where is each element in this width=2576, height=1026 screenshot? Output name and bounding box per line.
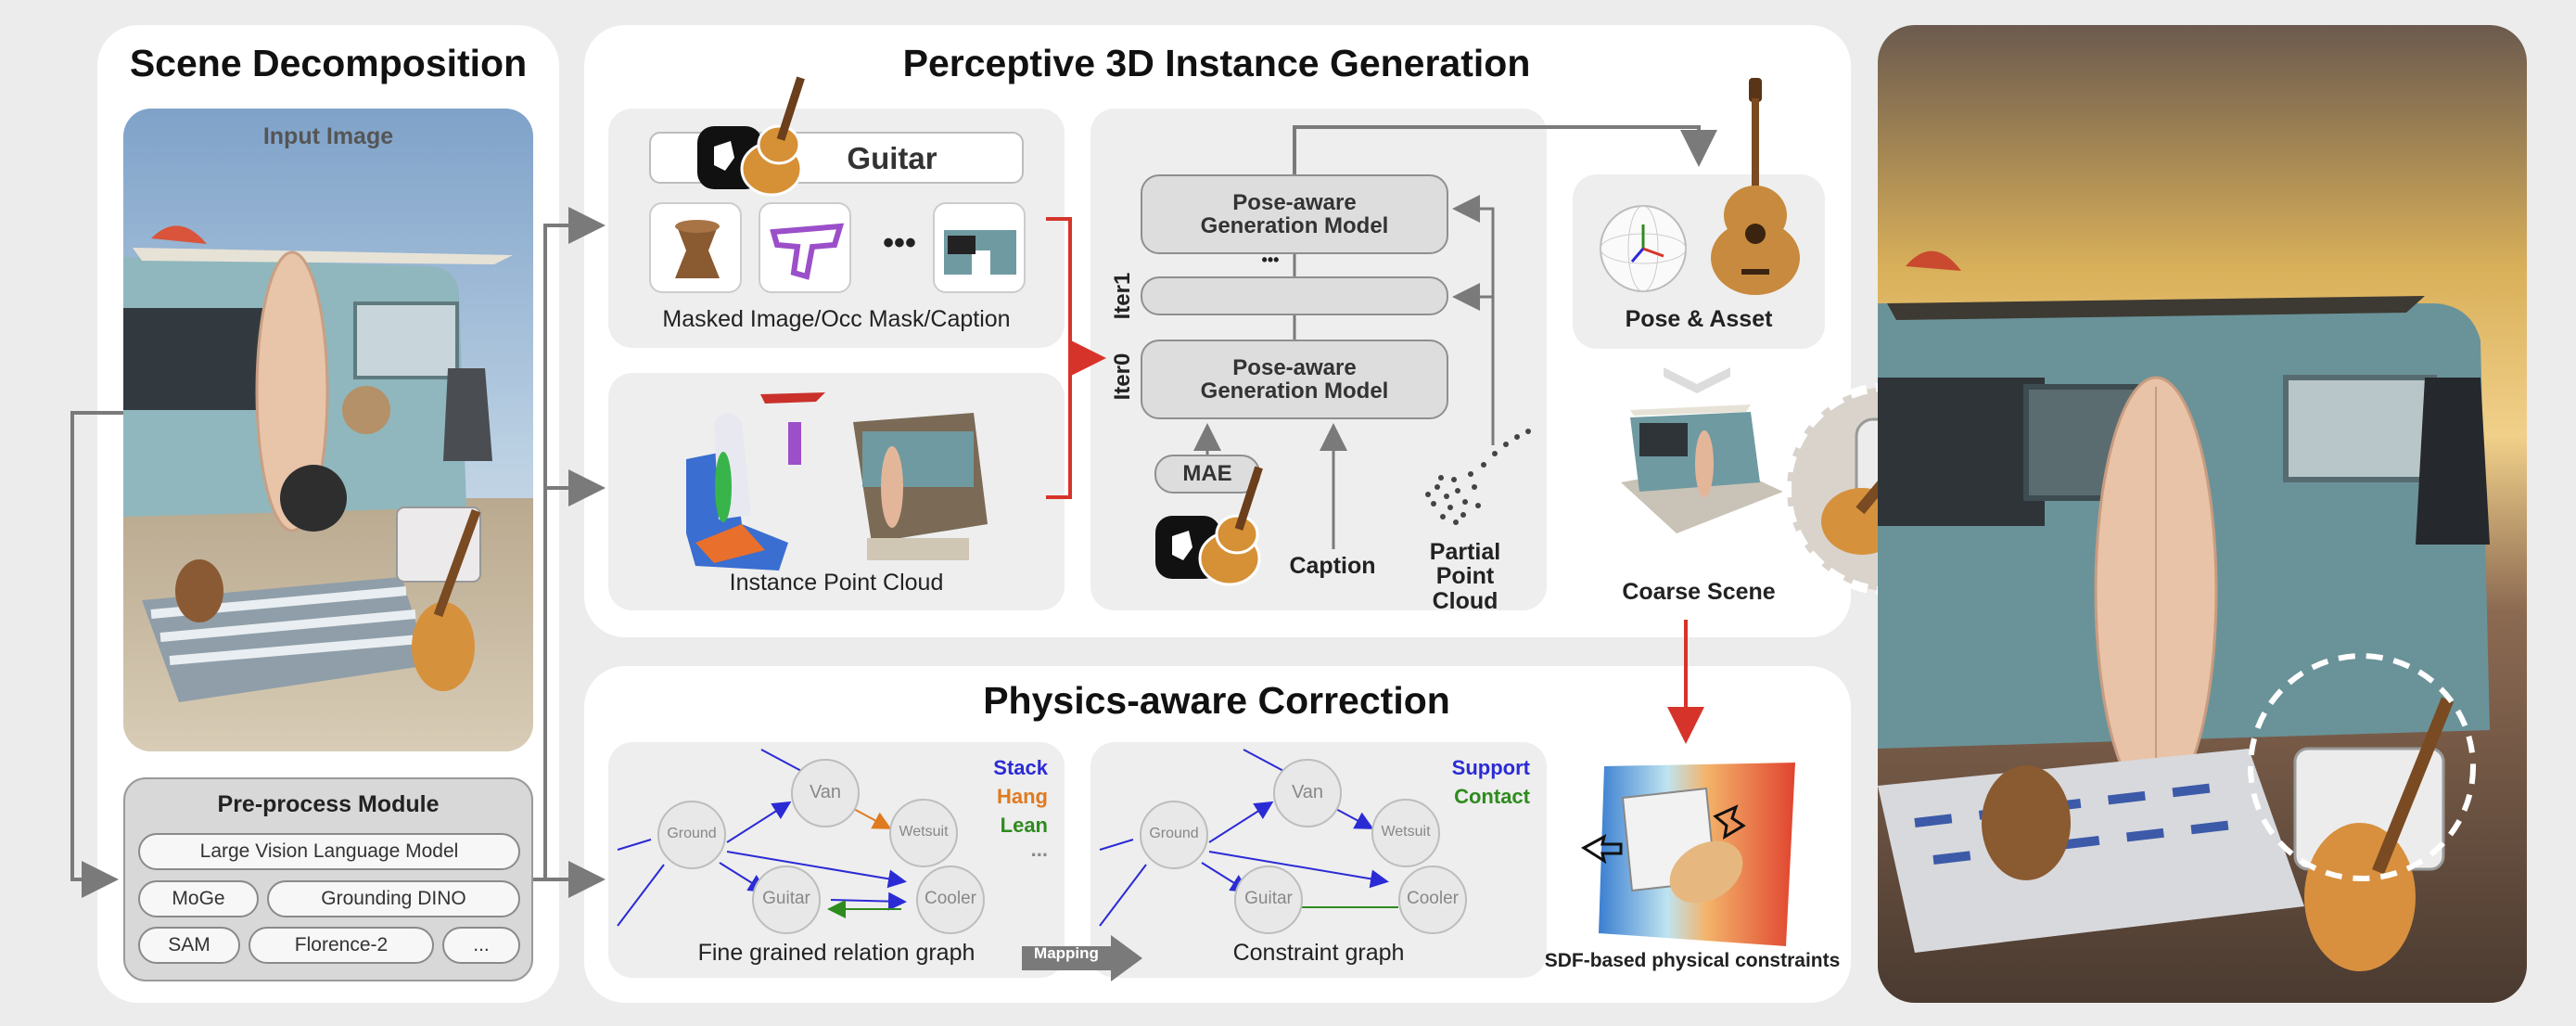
preprocess-title: Pre-process Module — [217, 791, 440, 817]
thumb-stool — [649, 202, 742, 293]
mapping-arrow — [1022, 935, 1142, 981]
mapping-label: Mapping — [1034, 944, 1099, 962]
gen-model-iter0: Pose-aware Generation Model — [1141, 340, 1448, 419]
gen-dots: ••• — [1261, 250, 1280, 269]
preprocess-item-lvlm: Large Vision Language Model — [138, 833, 520, 870]
thumb-van-mask — [933, 202, 1026, 293]
pose-sphere-icon — [1600, 205, 1687, 292]
guitar-caption-text: Guitar — [847, 141, 937, 175]
gen-model-intermediate — [1141, 276, 1448, 315]
mae-box: MAE — [1154, 455, 1260, 494]
input-image — [123, 109, 533, 751]
preprocess-item-moge: MoGe — [138, 880, 259, 917]
output-scene-drawing — [1878, 25, 2527, 1003]
constraint-node-ground: Ground — [1149, 826, 1199, 841]
van-thumb-drawing — [944, 230, 1016, 275]
legend-more: ... — [1030, 838, 1048, 861]
preprocess-item-sam: SAM — [138, 927, 240, 964]
thumb-ellipsis: ••• — [883, 225, 916, 261]
partial-point-cloud-graphic — [1425, 429, 1531, 525]
caption-label: Caption — [1289, 553, 1376, 579]
legend-contact: Contact — [1454, 785, 1530, 808]
fine-relation-graph — [617, 749, 985, 934]
stool-thumb-drawing — [675, 220, 720, 278]
instance-pc-label: Instance Point Cloud — [729, 570, 944, 596]
legend-hang: Hang — [997, 785, 1048, 808]
fine-node-van: Van — [809, 782, 842, 802]
instance-generation-title: Perceptive 3D Instance Generation — [902, 42, 1531, 84]
input-image-drawing — [123, 109, 533, 751]
constraint-node-van: Van — [1291, 782, 1324, 802]
constraint-graph — [1099, 749, 1467, 934]
legend-lean: Lean — [1000, 814, 1048, 837]
fine-node-wetsuit: Wetsuit — [899, 824, 949, 840]
gen-model-iter1: Pose-aware Generation Model — [1141, 174, 1448, 254]
masked-image-label: Masked Image/Occ Mask/Caption — [662, 306, 1011, 332]
surfboard-thumb-drawing — [770, 223, 845, 280]
fine-node-guitar: Guitar — [762, 889, 810, 908]
preprocess-item-grounding-dino: Grounding DINO — [267, 880, 520, 917]
mae-guitar-icon — [1155, 466, 1263, 586]
constraint-node-wetsuit: Wetsuit — [1381, 824, 1431, 840]
partial-pc-label: Partial Point Cloud — [1429, 539, 1501, 614]
constraint-node-guitar: Guitar — [1244, 889, 1293, 908]
pose-asset-label: Pose & Asset — [1625, 306, 1773, 332]
fine-node-ground: Ground — [667, 826, 717, 841]
constraint-graph-label: Constraint graph — [1232, 940, 1405, 966]
fine-node-cooler: Cooler — [925, 889, 976, 908]
masked-guitar-icon — [697, 76, 805, 197]
asset-guitar-icon — [1711, 78, 1800, 295]
constraint-node-cooler: Cooler — [1407, 889, 1459, 908]
chevron-down-icon — [1664, 367, 1730, 393]
preprocess-item-more: ... — [442, 927, 520, 964]
preprocess-item-florence: Florence-2 — [249, 927, 434, 964]
legend-support: Support — [1451, 756, 1530, 779]
sdf-label: SDF-based physical constraints — [1544, 950, 1841, 971]
coarse-scene-graphic — [1621, 404, 1783, 533]
scene-decomposition-title: Scene Decomposition — [129, 42, 528, 84]
input-image-label: Input Image — [262, 123, 394, 149]
fine-graph-label: Fine grained relation graph — [697, 940, 976, 966]
output-scene-render — [1878, 25, 2527, 1003]
instance-point-cloud-graphic — [686, 392, 988, 571]
sdf-constraint-graphic — [1581, 763, 1795, 946]
physics-title: Physics-aware Correction — [983, 679, 1450, 722]
thumb-surfboard-mask — [759, 202, 851, 293]
legend-stack: Stack — [993, 756, 1048, 779]
instance-pc-subpanel — [608, 373, 1065, 610]
coarse-scene-label: Coarse Scene — [1622, 579, 1776, 605]
